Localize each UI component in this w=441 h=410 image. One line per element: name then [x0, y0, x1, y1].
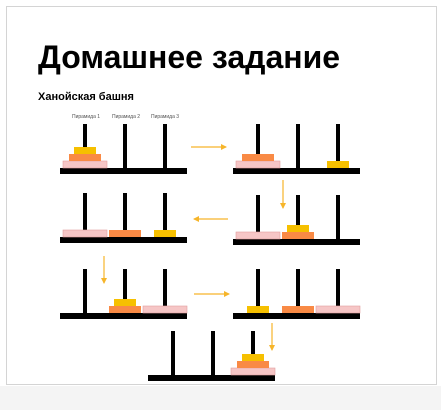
tower-state-4	[233, 195, 360, 245]
disk-small	[74, 147, 96, 154]
tower-peg-1	[256, 269, 260, 313]
disk-small	[327, 161, 349, 168]
disk-medium	[109, 230, 141, 237]
tower-base	[60, 237, 187, 243]
disk-small	[247, 306, 269, 313]
disk-large	[235, 231, 281, 240]
canvas-background	[0, 386, 441, 410]
tower-base	[60, 168, 187, 174]
disk-large	[142, 305, 188, 314]
page-subtitle: Ханойская башня	[38, 91, 134, 103]
tower-state-2	[233, 124, 360, 174]
tower-state-7	[148, 331, 276, 381]
page-title: Домашнее задание	[38, 39, 341, 75]
disk-large	[315, 305, 361, 314]
tower-state-3	[60, 193, 187, 243]
disk-large	[235, 160, 281, 169]
tower-base	[233, 313, 360, 319]
disk-small	[242, 354, 264, 361]
step-arrows	[101, 144, 286, 351]
disk-medium	[69, 154, 101, 161]
disk-small	[154, 230, 176, 237]
tower-peg-2	[123, 193, 127, 237]
tower-peg-3	[163, 269, 167, 313]
peg-label-2: Пирамида 2	[111, 114, 141, 120]
tower-peg-3	[336, 269, 340, 313]
tower-peg-2	[123, 124, 127, 168]
disk-large	[62, 229, 108, 238]
tower-peg-3	[163, 193, 167, 237]
tower-peg-1	[256, 195, 260, 239]
tower-base	[233, 239, 360, 245]
tower-peg-3	[336, 195, 340, 239]
tower-peg-2	[296, 195, 300, 239]
tower-base	[148, 375, 275, 381]
tower-state-5	[60, 269, 188, 319]
disk-medium	[242, 154, 274, 161]
tower-peg-2	[211, 331, 215, 375]
tower-peg-1	[83, 193, 87, 237]
disk-large	[62, 160, 108, 169]
disk-large	[230, 367, 276, 376]
tower-base	[60, 313, 187, 319]
tower-peg-1	[171, 331, 175, 375]
disk-medium	[282, 306, 314, 313]
disk-medium	[282, 232, 314, 239]
tower-peg-1	[256, 124, 260, 168]
tower-peg-3	[251, 331, 255, 375]
peg-label-3: Пирамида 3	[150, 114, 180, 120]
tower-peg-3	[163, 124, 167, 168]
disk-small	[114, 299, 136, 306]
peg-label-1: Пирамида 1	[71, 114, 101, 120]
tower-peg-2	[296, 124, 300, 168]
tower-peg-1	[83, 124, 87, 168]
tower-state-6	[233, 269, 361, 319]
tower-state-1	[60, 124, 187, 174]
tower-base	[233, 168, 360, 174]
disk-medium	[237, 361, 269, 368]
disk-medium	[109, 306, 141, 313]
tower-peg-2	[123, 269, 127, 313]
tower-peg-2	[296, 269, 300, 313]
tower-peg-3	[336, 124, 340, 168]
slide	[6, 6, 437, 385]
disk-small	[287, 225, 309, 232]
tower-peg-1	[83, 269, 87, 313]
